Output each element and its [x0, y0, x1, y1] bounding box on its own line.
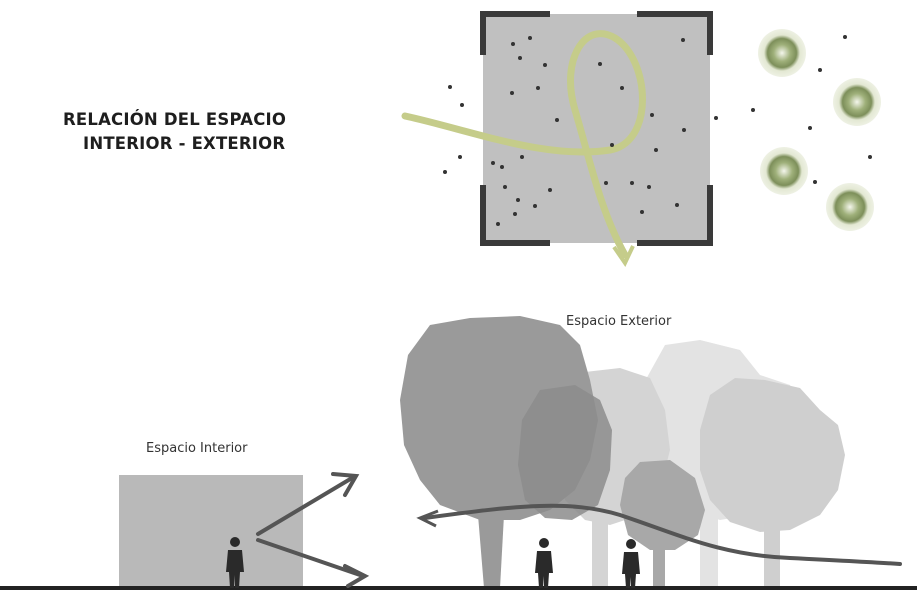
plan-square [483, 14, 710, 243]
label-espacio-interior: Espacio Interior [146, 441, 248, 456]
diagram-title: RELACIÓN DEL ESPACIO INTERIOR - EXTERIOR [63, 108, 333, 156]
section-view [0, 316, 917, 590]
flow-curve [423, 503, 902, 566]
plan-tree-symbols [758, 29, 881, 231]
title-line-1: RELACIÓN DEL ESPACIO [63, 110, 287, 129]
plan-dots [443, 35, 872, 226]
label-espacio-exterior: Espacio Exterior [566, 314, 672, 329]
plan-view [401, 11, 881, 268]
interior-box [119, 475, 303, 588]
circulation-arrowhead [612, 245, 635, 268]
ground-line [0, 586, 917, 590]
circulation-path [401, 30, 646, 259]
title-line-2: INTERIOR - EXTERIOR [83, 134, 286, 153]
tree-small-front [620, 460, 705, 588]
view-arrows [256, 472, 370, 588]
tree-mid-dark [518, 385, 612, 520]
flow-curve-arrowhead [416, 509, 439, 528]
person-interior [226, 537, 244, 588]
plan-corner-brackets [480, 11, 713, 246]
person-exterior-2 [622, 539, 640, 588]
person-exterior-1 [535, 538, 553, 588]
